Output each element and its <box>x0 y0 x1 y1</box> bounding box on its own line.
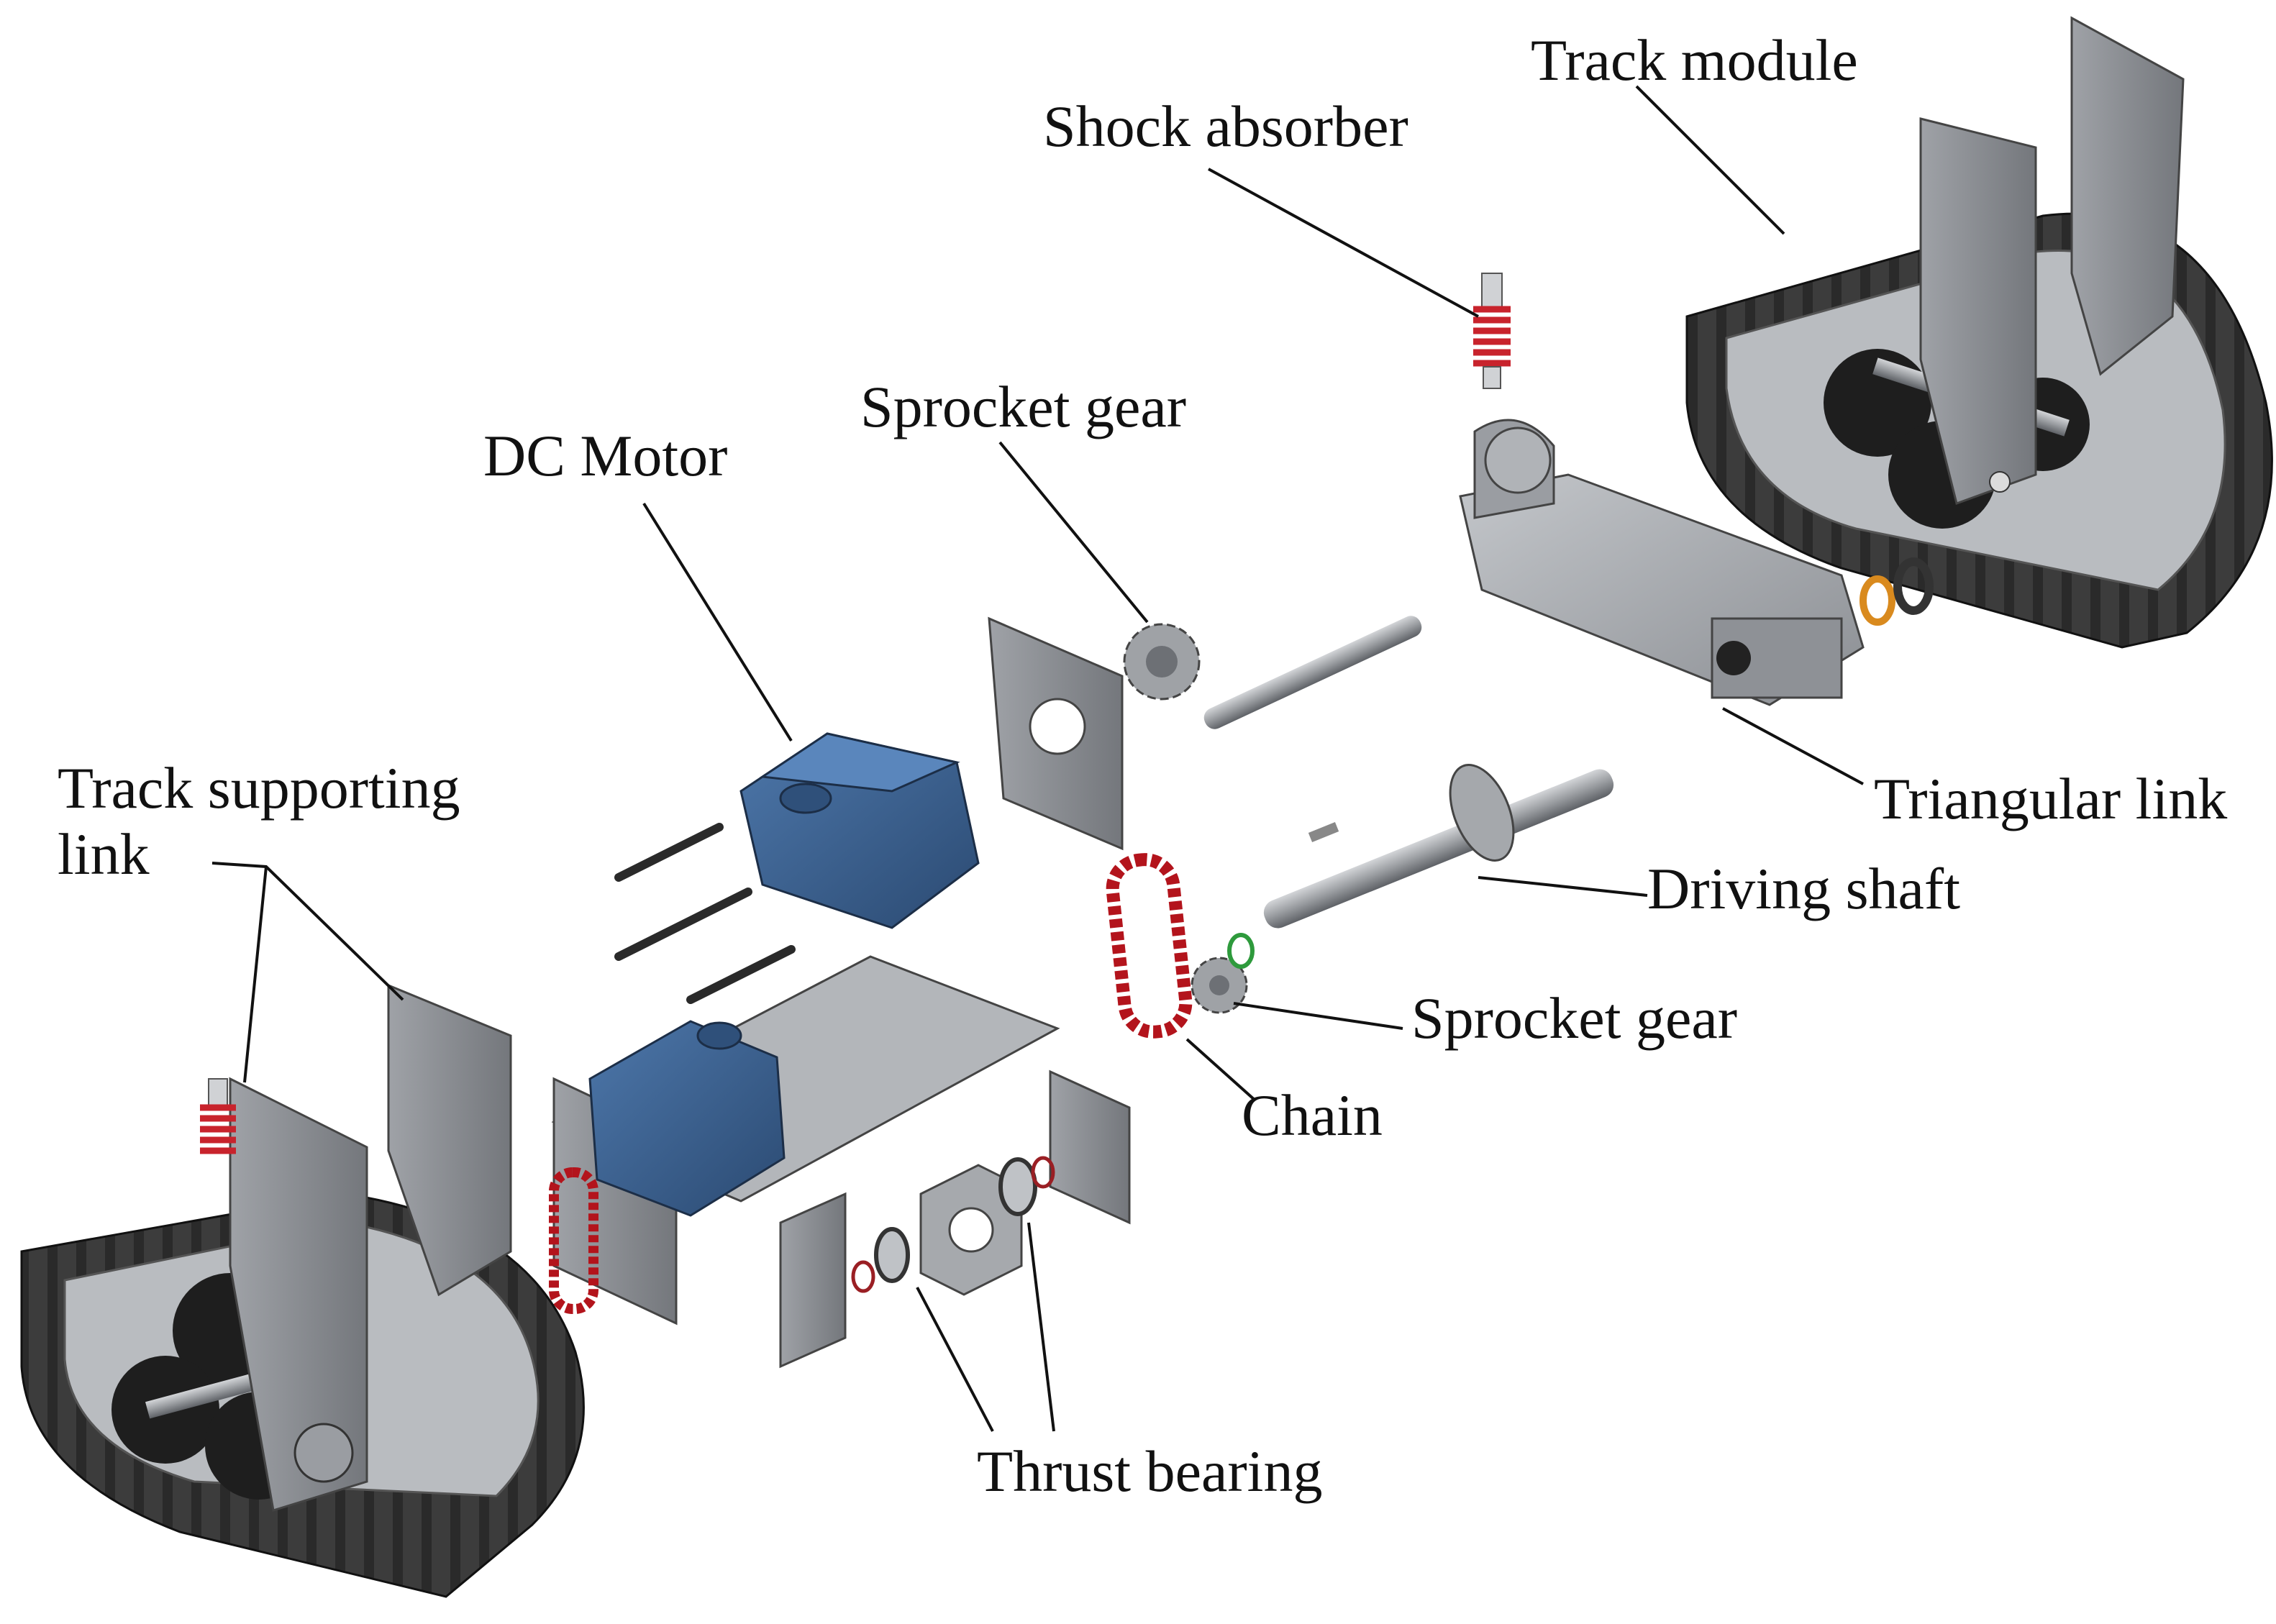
label-shock-absorber: Shock absorber <box>1043 93 1408 159</box>
label-track-supporting-link: Track supporting link <box>58 755 460 888</box>
leader-track-supporting-link-b <box>243 866 268 1083</box>
label-track-supporting-link-line2: link <box>58 821 150 887</box>
bearing-housing <box>919 1164 1023 1296</box>
label-dc-motor: DC Motor <box>483 423 728 488</box>
leader-thrust-bearing-b <box>1027 1222 1055 1432</box>
label-thrust-bearing: Thrust bearing <box>977 1438 1323 1504</box>
leader-shock-absorber <box>1208 168 1479 318</box>
pin-shaft <box>1203 616 1422 729</box>
leader-triangular-link <box>1722 707 1864 785</box>
left-track-module <box>20 983 585 1598</box>
motor-mount-plate-upper <box>988 616 1124 851</box>
retaining-ring-right <box>1031 1156 1055 1189</box>
dc-motor-lower <box>588 1020 786 1217</box>
retaining-ring-left <box>851 1260 875 1293</box>
green-ring <box>1227 933 1255 969</box>
leader-driving-shaft <box>1478 876 1648 897</box>
leader-lines <box>211 85 1864 1432</box>
sprocket-gear-bottom <box>1191 957 1248 1014</box>
leader-sprocket-gear-top <box>998 441 1149 624</box>
leader-dc-motor <box>642 502 793 742</box>
label-track-supporting-link-line1: Track supporting <box>58 755 460 821</box>
leader-track-module <box>1635 85 1785 235</box>
label-chain: Chain <box>1242 1082 1383 1148</box>
leader-thrust-bearing-a <box>916 1287 994 1432</box>
small-end-plate <box>779 1192 847 1369</box>
chain <box>1106 853 1193 1039</box>
shock-absorber-left <box>200 1078 236 1154</box>
thrust-bearings <box>874 1157 1037 1283</box>
label-track-module: Track module <box>1531 27 1858 93</box>
sprocket-gear-top <box>1123 623 1201 701</box>
label-sprocket-gear-top: Sprocket gear <box>860 374 1187 439</box>
end-plate-right <box>1049 1069 1131 1225</box>
shock-absorber-right <box>1473 273 1511 389</box>
chain-lower <box>549 1167 598 1314</box>
triangular-link <box>1459 419 1865 706</box>
dc-motor-upper <box>739 732 980 929</box>
leader-chain <box>1185 1038 1257 1102</box>
label-triangular-link: Triangular link <box>1874 766 2228 831</box>
label-driving-shaft: Driving shaft <box>1647 856 1960 921</box>
long-bolts <box>614 823 796 1004</box>
label-sprocket-gear-bottom: Sprocket gear <box>1411 985 1738 1051</box>
right-track-module <box>1685 16 2273 649</box>
driving-shaft <box>1263 764 1614 929</box>
leader-sprocket-gear-bottom <box>1233 1002 1403 1030</box>
